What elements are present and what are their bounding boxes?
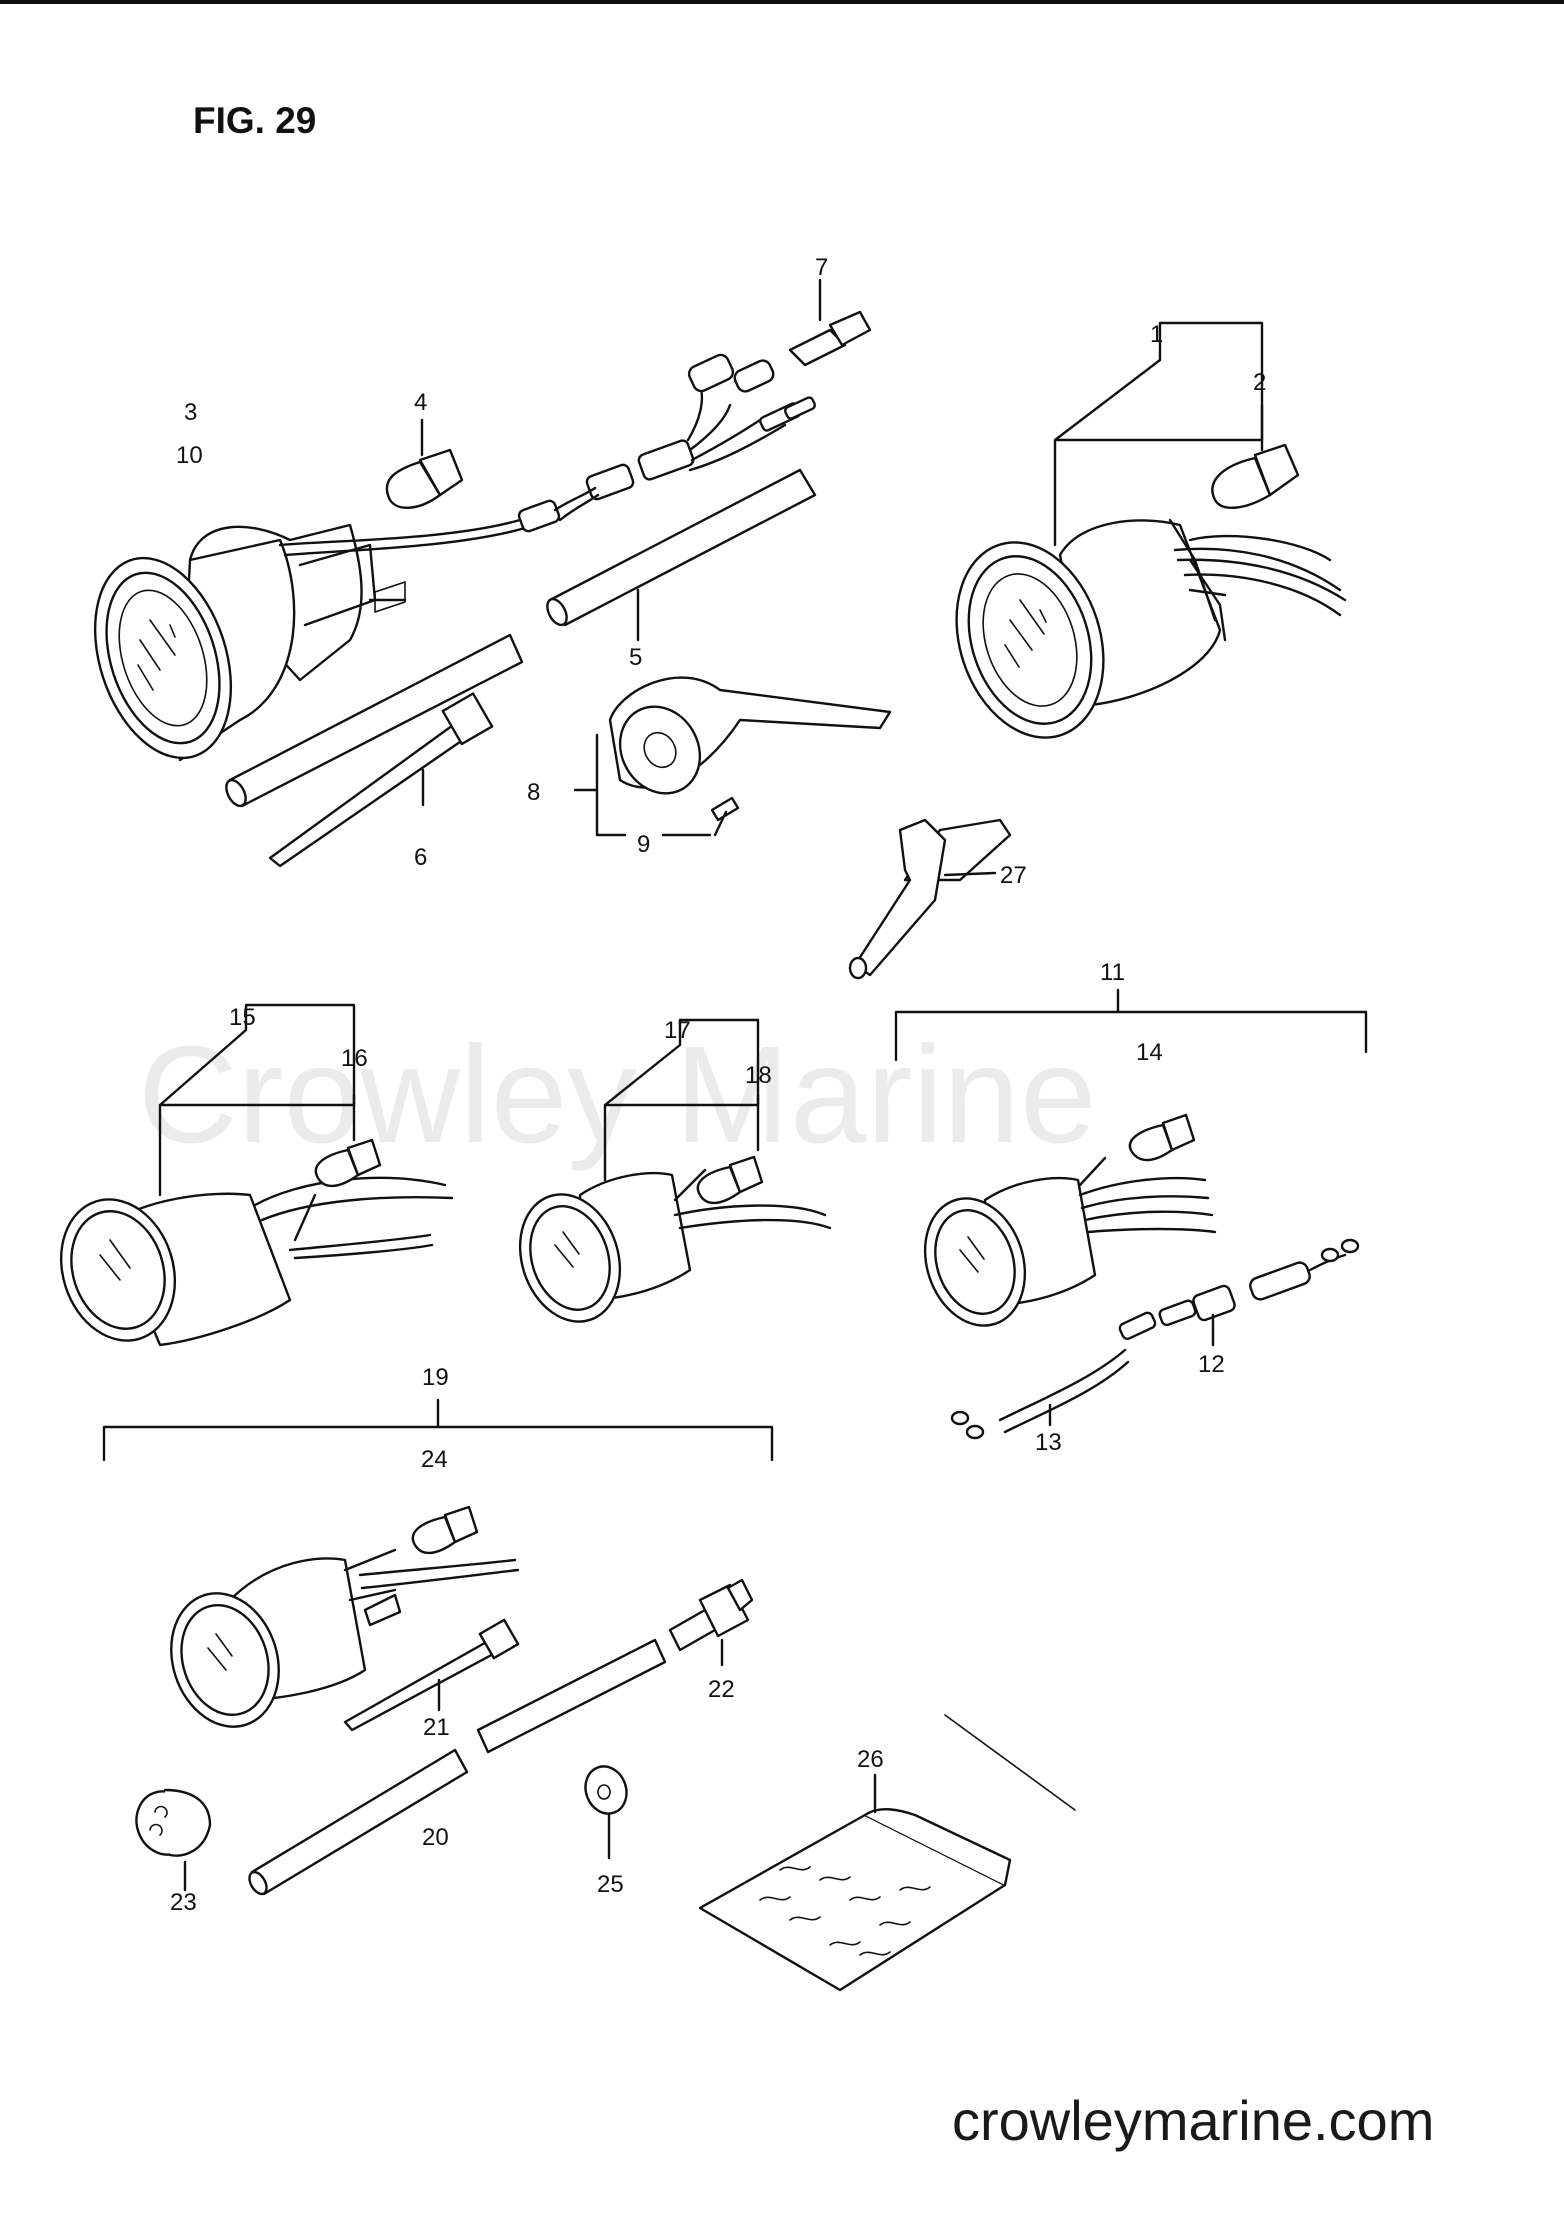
callout-14: 14 xyxy=(1136,1039,1163,1066)
callout-7: 7 xyxy=(815,254,828,281)
callout-2: 2 xyxy=(1253,369,1266,396)
callout-25: 25 xyxy=(597,1871,624,1898)
callout-8: 8 xyxy=(527,779,540,806)
part-25-washer xyxy=(584,1765,628,1860)
callout-10: 10 xyxy=(176,442,203,469)
footer-website: crowleymarine.com xyxy=(952,2089,1434,2152)
callout-6: 6 xyxy=(414,844,427,871)
part-16-bulb xyxy=(314,1093,382,1188)
bracket-1 xyxy=(1053,321,1264,547)
gauge-19-temperature xyxy=(170,1548,520,1728)
gauge-large-speedometer xyxy=(955,518,1347,739)
part-6-cable-tie xyxy=(268,692,494,868)
part-20-hose xyxy=(248,1638,667,1896)
part-7-terminal-pin xyxy=(788,278,872,367)
part-21-cable-tie xyxy=(343,1618,520,1732)
callout-labels: 1 2 3 4 5 6 7 8 9 10 11 12 13 14 15 16 1… xyxy=(170,254,1266,1916)
part-4-bulb-socket xyxy=(385,418,464,509)
callout-11: 11 xyxy=(1100,959,1125,986)
bracket-15 xyxy=(158,1003,356,1197)
part-18-bulb xyxy=(696,1093,764,1205)
callout-18: 18 xyxy=(745,1062,772,1089)
gauge-15-medium xyxy=(59,1176,454,1347)
gauge-large-tachometer xyxy=(93,518,527,762)
part-14-bulb xyxy=(1128,1113,1196,1162)
figure-title: FIG. 29 xyxy=(193,100,316,141)
bracket-19 xyxy=(102,1398,774,1462)
callout-13: 13 xyxy=(1035,1429,1062,1456)
callout-21: 21 xyxy=(423,1714,450,1741)
callout-19: 19 xyxy=(422,1364,449,1391)
part-5-hose xyxy=(225,468,817,808)
callout-5: 5 xyxy=(629,644,642,671)
parts-12-13-lead-wires xyxy=(950,1238,1360,1440)
part-24-bulb xyxy=(411,1505,479,1555)
callout-4: 4 xyxy=(414,389,427,416)
gauge-17-small xyxy=(518,1168,832,1323)
callout-3: 3 xyxy=(184,399,197,426)
callout-23: 23 xyxy=(170,1889,197,1916)
callout-12: 12 xyxy=(1198,1351,1225,1378)
part-23-grommet xyxy=(135,1788,212,1892)
gauge-11-small xyxy=(923,1156,1217,1327)
callout-22: 22 xyxy=(708,1676,735,1703)
part-8-mounting-bracket xyxy=(573,676,892,837)
part-2-bulb-socket xyxy=(1211,403,1300,509)
part-27-trim-lever xyxy=(848,818,1012,980)
callout-17: 17 xyxy=(664,1017,691,1044)
callout-24: 24 xyxy=(421,1446,448,1473)
part-26-parts-bag xyxy=(698,1714,1076,1992)
callout-27: 27 xyxy=(1000,862,1027,889)
callout-9: 9 xyxy=(637,831,650,858)
wiring-harness-connectors xyxy=(517,353,817,533)
callout-20: 20 xyxy=(422,1824,449,1851)
part-22-fitting xyxy=(668,1578,754,1667)
callout-16: 16 xyxy=(341,1045,368,1072)
bracket-11 xyxy=(894,988,1368,1062)
callout-1: 1 xyxy=(1150,321,1163,348)
bracket-17 xyxy=(603,1018,760,1182)
callout-26: 26 xyxy=(857,1746,884,1773)
callout-15: 15 xyxy=(229,1004,256,1031)
